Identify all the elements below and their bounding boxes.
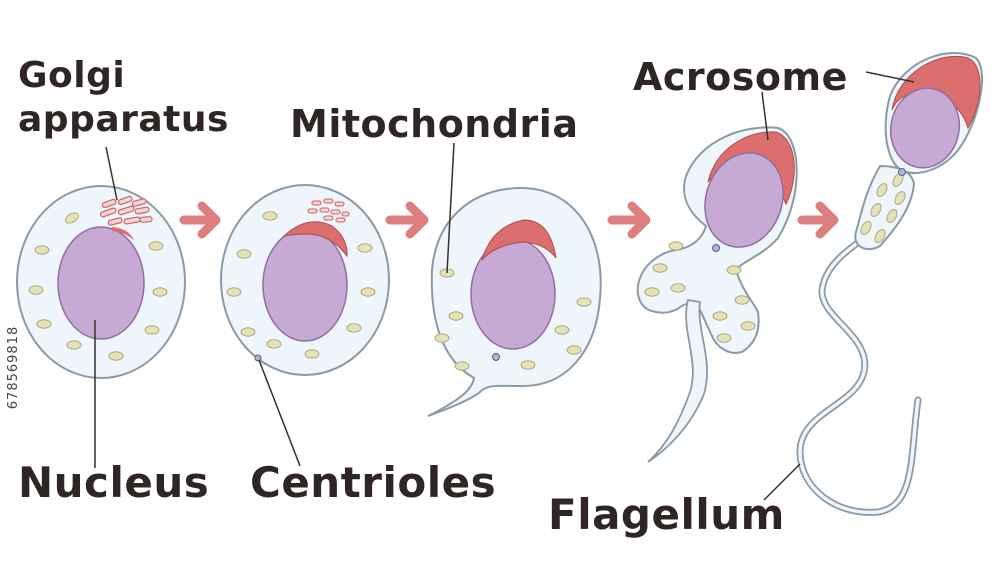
stage-3-spermatid [427, 186, 602, 417]
arrow-3 [607, 201, 651, 239]
stage-5-spermatozoon [796, 52, 984, 516]
golgi-apparatus-label: Golgi apparatus [18, 54, 229, 142]
acrosome-label: Acrosome [633, 55, 848, 99]
arrow-1 [179, 201, 221, 239]
arrow-4 [797, 201, 839, 239]
nucleus-2 [262, 228, 348, 342]
centriole-5 [898, 168, 906, 176]
centrioles-label: Centrioles [250, 458, 497, 507]
flagellum-label: Flagellum [548, 490, 785, 539]
golgi-remnant [307, 198, 350, 223]
flagellum-leader [763, 463, 801, 501]
stage-2-spermatid [220, 184, 390, 376]
centriole-2 [254, 354, 262, 362]
golgi-label-line1: Golgi [18, 55, 126, 96]
centrioles-leader [258, 359, 301, 467]
nucleus-label: Nucleus [18, 458, 210, 507]
nucleus-1 [57, 226, 145, 340]
flagellum [798, 226, 920, 515]
stage-1-spermatid [16, 185, 186, 379]
stock-id-watermark: 678569818 [6, 325, 22, 410]
mitochondria-leader [446, 142, 455, 274]
acrosome-leader-stage5 [865, 71, 915, 83]
arrow-2 [385, 201, 429, 239]
mitochondria-label: Mitochondria [290, 102, 579, 146]
golgi-apparatus [99, 195, 153, 226]
centriole-3 [492, 353, 500, 361]
leader-lines [94, 71, 915, 501]
nucleus-4 [704, 152, 784, 248]
acrosome-leader-stage4 [761, 91, 769, 141]
flagellum-4 [647, 298, 708, 463]
centriole-4 [712, 244, 720, 252]
golgi-leader [105, 146, 118, 201]
stage-4-spermatid [636, 126, 798, 463]
nucleus-5 [889, 87, 961, 169]
golgi-label-line2: apparatus [18, 99, 229, 140]
